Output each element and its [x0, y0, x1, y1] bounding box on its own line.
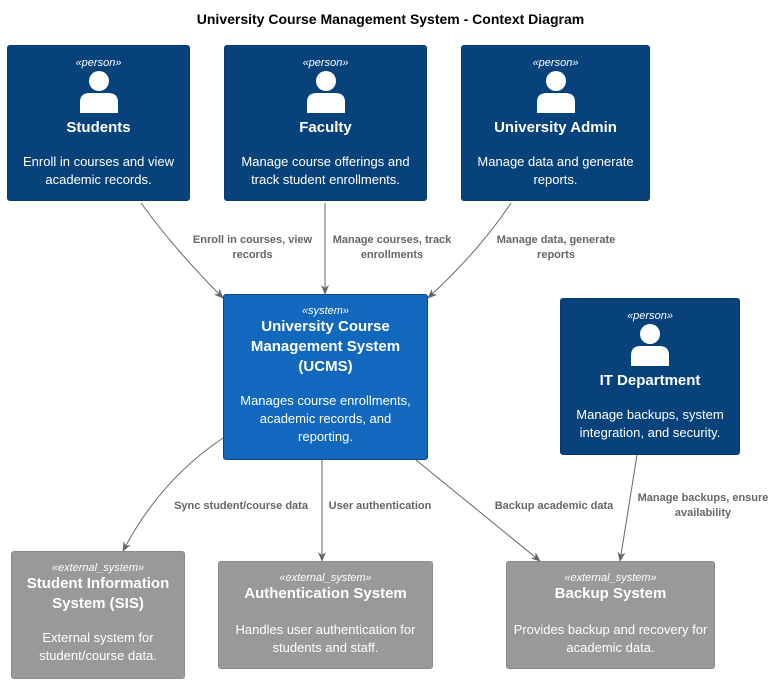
- stereotype-label: «external_system»: [279, 572, 372, 584]
- person-icon: [306, 71, 345, 113]
- node-ucms[interactable]: «system» University Course Management Sy…: [223, 294, 428, 460]
- node-name: Student Information System (SIS): [26, 575, 170, 612]
- node-description: External system for student/course data.: [39, 630, 157, 663]
- node-students[interactable]: «person» Students Enroll in courses and …: [7, 45, 190, 201]
- node-description: Manage data and generate reports.: [477, 154, 634, 187]
- node-faculty[interactable]: «person» Faculty Manage course offerings…: [224, 45, 427, 201]
- edge-ucms-sis: [122, 437, 224, 552]
- node-description: Manage backups, system integration, and …: [576, 407, 724, 440]
- person-icon: [631, 324, 669, 366]
- node-name: Authentication System: [244, 585, 407, 602]
- edge-it-backup: [617, 454, 638, 562]
- node-description: Enroll in courses and view academic reco…: [22, 154, 175, 187]
- edge-label-ucms-auth: User authentication: [328, 500, 432, 512]
- stereotype-label: «person»: [302, 57, 349, 69]
- node-it-department[interactable]: «person» IT Department Manage backups, s…: [560, 298, 740, 455]
- edge-students-ucms: [140, 202, 224, 299]
- person-icon: [79, 71, 118, 113]
- edge-label-faculty-ucms: Manage courses, track enrollments: [332, 234, 452, 261]
- stereotype-label: «person»: [627, 310, 673, 322]
- node-description: Handles user authentication for students…: [235, 622, 416, 655]
- node-name: Faculty: [299, 119, 352, 136]
- edge-label-it-backup: Manage backups, ensure availability: [637, 492, 769, 519]
- node-description: Manage course offerings and track studen…: [241, 154, 410, 187]
- node-name: IT Department: [599, 372, 701, 389]
- edge-label-ucms-sis: Sync student/course data: [174, 500, 308, 512]
- node-name: University Course Management System (UCM…: [250, 318, 401, 375]
- stereotype-label: «system»: [301, 305, 350, 317]
- edge-admin-ucms: [427, 202, 512, 299]
- node-student-information-system[interactable]: «external_system» Student Information Sy…: [11, 551, 185, 679]
- stereotype-label: «external_system»: [564, 572, 657, 584]
- edge-ucms-backup: [415, 459, 541, 562]
- edge-label-admin-ucms: Manage data, generate reports: [496, 234, 616, 261]
- diagram-title: University Course Management System - Co…: [196, 11, 585, 27]
- node-university-admin[interactable]: «person» University Admin Manage data an…: [461, 45, 650, 201]
- person-icon: [536, 71, 575, 113]
- node-name: Students: [66, 119, 131, 136]
- node-name: Backup System: [554, 585, 667, 602]
- node-authentication-system[interactable]: «external_system» Authentication System …: [218, 561, 433, 669]
- stereotype-label: «external_system»: [51, 562, 145, 574]
- stereotype-label: «person»: [532, 57, 579, 69]
- node-description: Manages course enrollments, academic rec…: [240, 393, 411, 444]
- node-backup-system[interactable]: «external_system» Backup System Provides…: [506, 561, 715, 669]
- node-name: University Admin: [494, 119, 617, 136]
- edge-label-ucms-backup: Backup academic data: [494, 500, 614, 512]
- node-description: Provides backup and recovery for academi…: [513, 622, 708, 655]
- stereotype-label: «person»: [75, 57, 122, 69]
- edge-label-students-ucms: Enroll in courses, view records: [192, 234, 313, 261]
